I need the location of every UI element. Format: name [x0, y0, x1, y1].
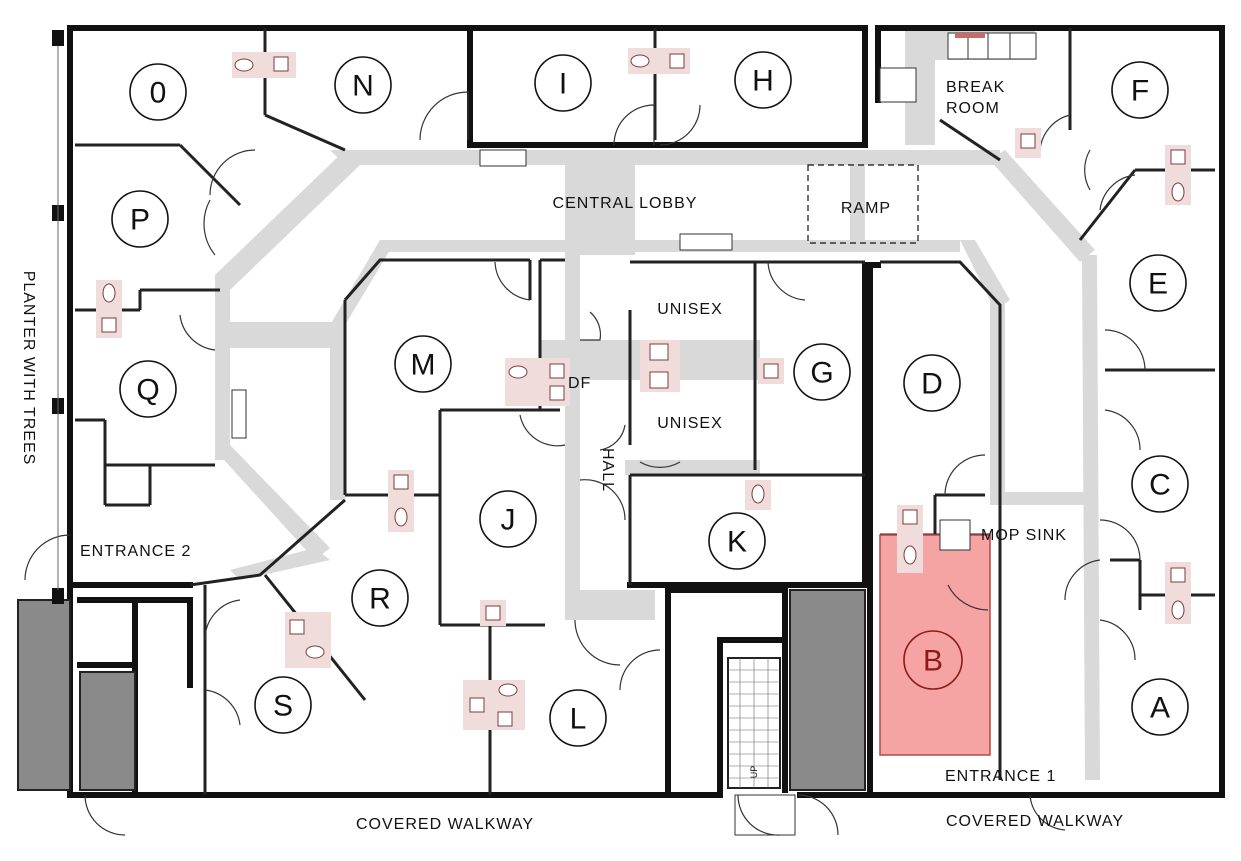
room-k-circle: [708, 512, 766, 570]
room-n-circle: [334, 56, 392, 114]
entrance-1-label: ENTRANCE 1: [945, 768, 1056, 785]
stair-landing: [734, 794, 796, 836]
room-b-circle: [903, 630, 963, 690]
hall-label: HALL: [599, 448, 616, 492]
room-e-label: E: [1148, 268, 1168, 301]
room-g-label: G: [810, 357, 833, 390]
unisex-top-label: UNISEX: [657, 301, 723, 318]
room-l-circle: [549, 689, 607, 747]
room-r-label: R: [369, 583, 391, 616]
doors: [24, 91, 1146, 836]
room-m-label: M: [411, 349, 436, 382]
room-c-label: C: [1149, 469, 1171, 502]
break-room-label-1: BREAK: [946, 79, 1005, 96]
room-n-label: N: [352, 70, 374, 103]
room-p-label: P: [130, 204, 150, 237]
ramp-outline: [807, 164, 919, 244]
room-a-label: A: [1150, 692, 1170, 725]
room-d-label: D: [921, 368, 943, 401]
room-i-label: I: [559, 68, 567, 101]
room-f-circle: [1111, 61, 1169, 119]
area-labels: BREAK ROOM CENTRAL LOBBY RAMP UNISEX UNI…: [20, 79, 1124, 833]
room-r-circle: [351, 569, 409, 627]
room-j-circle: [479, 490, 537, 548]
bench-top: [479, 149, 527, 167]
room-d-circle: [903, 354, 961, 412]
drinking-fountain-label: DF: [568, 375, 591, 392]
plumbing-fixtures: [96, 48, 1191, 730]
break-room-label-2: ROOM: [946, 100, 1000, 117]
room-q-circle: [119, 360, 177, 418]
interior-walls: [75, 28, 1215, 795]
column-1: [52, 30, 64, 46]
room-a-circle: [1131, 678, 1189, 736]
column-4: [52, 588, 64, 604]
room-k-label: K: [727, 526, 747, 559]
room-j-label: J: [501, 504, 516, 537]
mop-sink-label: MOP SINK: [981, 527, 1067, 544]
bench-break: [879, 67, 917, 103]
ramp-label: RAMP: [841, 200, 891, 217]
room-h-circle: [734, 51, 792, 109]
room-p-circle: [111, 190, 169, 248]
unisex-bottom-label: UNISEX: [657, 415, 723, 432]
exterior-walls: [67, 25, 1225, 798]
room-o-label: 0: [150, 77, 167, 110]
room-o-circle: [129, 63, 187, 121]
room-m-circle: [394, 335, 452, 393]
room-s-label: S: [273, 690, 293, 723]
planter-label: PLANTER WITH TREES: [20, 271, 37, 466]
break-room-counter: [947, 32, 1037, 60]
stair: UP: [727, 657, 781, 789]
room-labels: 0 N I H F P E Q M G D C J K R S L: [111, 51, 1189, 747]
room-s-circle: [254, 676, 312, 734]
room-h-label: H: [752, 65, 774, 98]
room-f-label: F: [1131, 75, 1149, 108]
room-i-circle: [534, 54, 592, 112]
room-c-circle: [1131, 455, 1189, 513]
covered-walkway-right-label: COVERED WALKWAY: [946, 813, 1124, 830]
bench-left: [231, 389, 247, 439]
shaft-left-2: [79, 671, 136, 791]
room-b-label: B: [923, 645, 943, 678]
covered-walkway-left-label: COVERED WALKWAY: [356, 816, 534, 833]
shaft-left-1: [17, 599, 71, 791]
room-e-circle: [1129, 254, 1187, 312]
entrance-2-label: ENTRANCE 2: [80, 543, 191, 560]
room-l-label: L: [570, 703, 587, 736]
central-lobby-label: CENTRAL LOBBY: [553, 195, 698, 212]
shaft-right: [789, 589, 866, 791]
stair-up-label: UP: [749, 766, 759, 779]
room-q-label: Q: [136, 374, 159, 407]
bench-lobby: [679, 233, 733, 251]
room-g-circle: [793, 343, 851, 401]
